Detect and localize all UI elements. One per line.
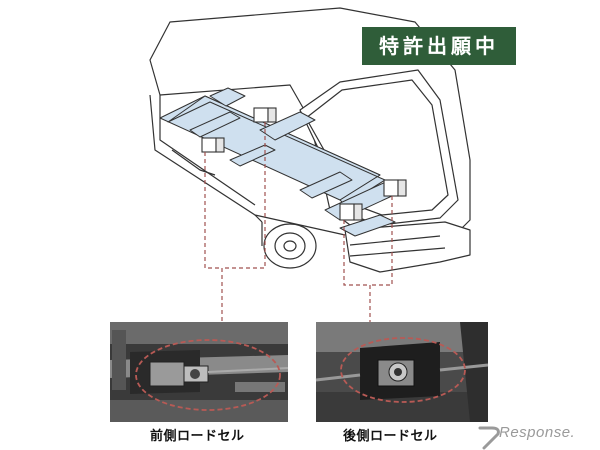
response-logo: Response. <box>499 424 576 441</box>
load-cell-rear-right <box>383 179 407 197</box>
leader-front <box>204 122 266 330</box>
truck-wheel <box>263 223 317 269</box>
rear-load-cell-photo <box>315 322 489 422</box>
caption-rear-load-cell: 後側ロードセル <box>343 429 438 444</box>
caption-front-load-cell: 前側ロードセル <box>150 429 245 444</box>
leader-lines <box>204 122 393 338</box>
patent-pending-badge: 特許出願中 <box>362 27 516 65</box>
rear-highlight-ellipse <box>340 337 466 403</box>
load-cell-rear-left <box>339 203 363 221</box>
load-cell-front-left <box>201 137 225 153</box>
leader-rear <box>343 196 393 338</box>
front-load-cell-photo <box>110 322 289 422</box>
response-logo-icon <box>478 426 500 450</box>
load-cell-front-right <box>253 107 277 123</box>
front-highlight-ellipse <box>135 339 281 411</box>
load-cells <box>201 107 407 221</box>
